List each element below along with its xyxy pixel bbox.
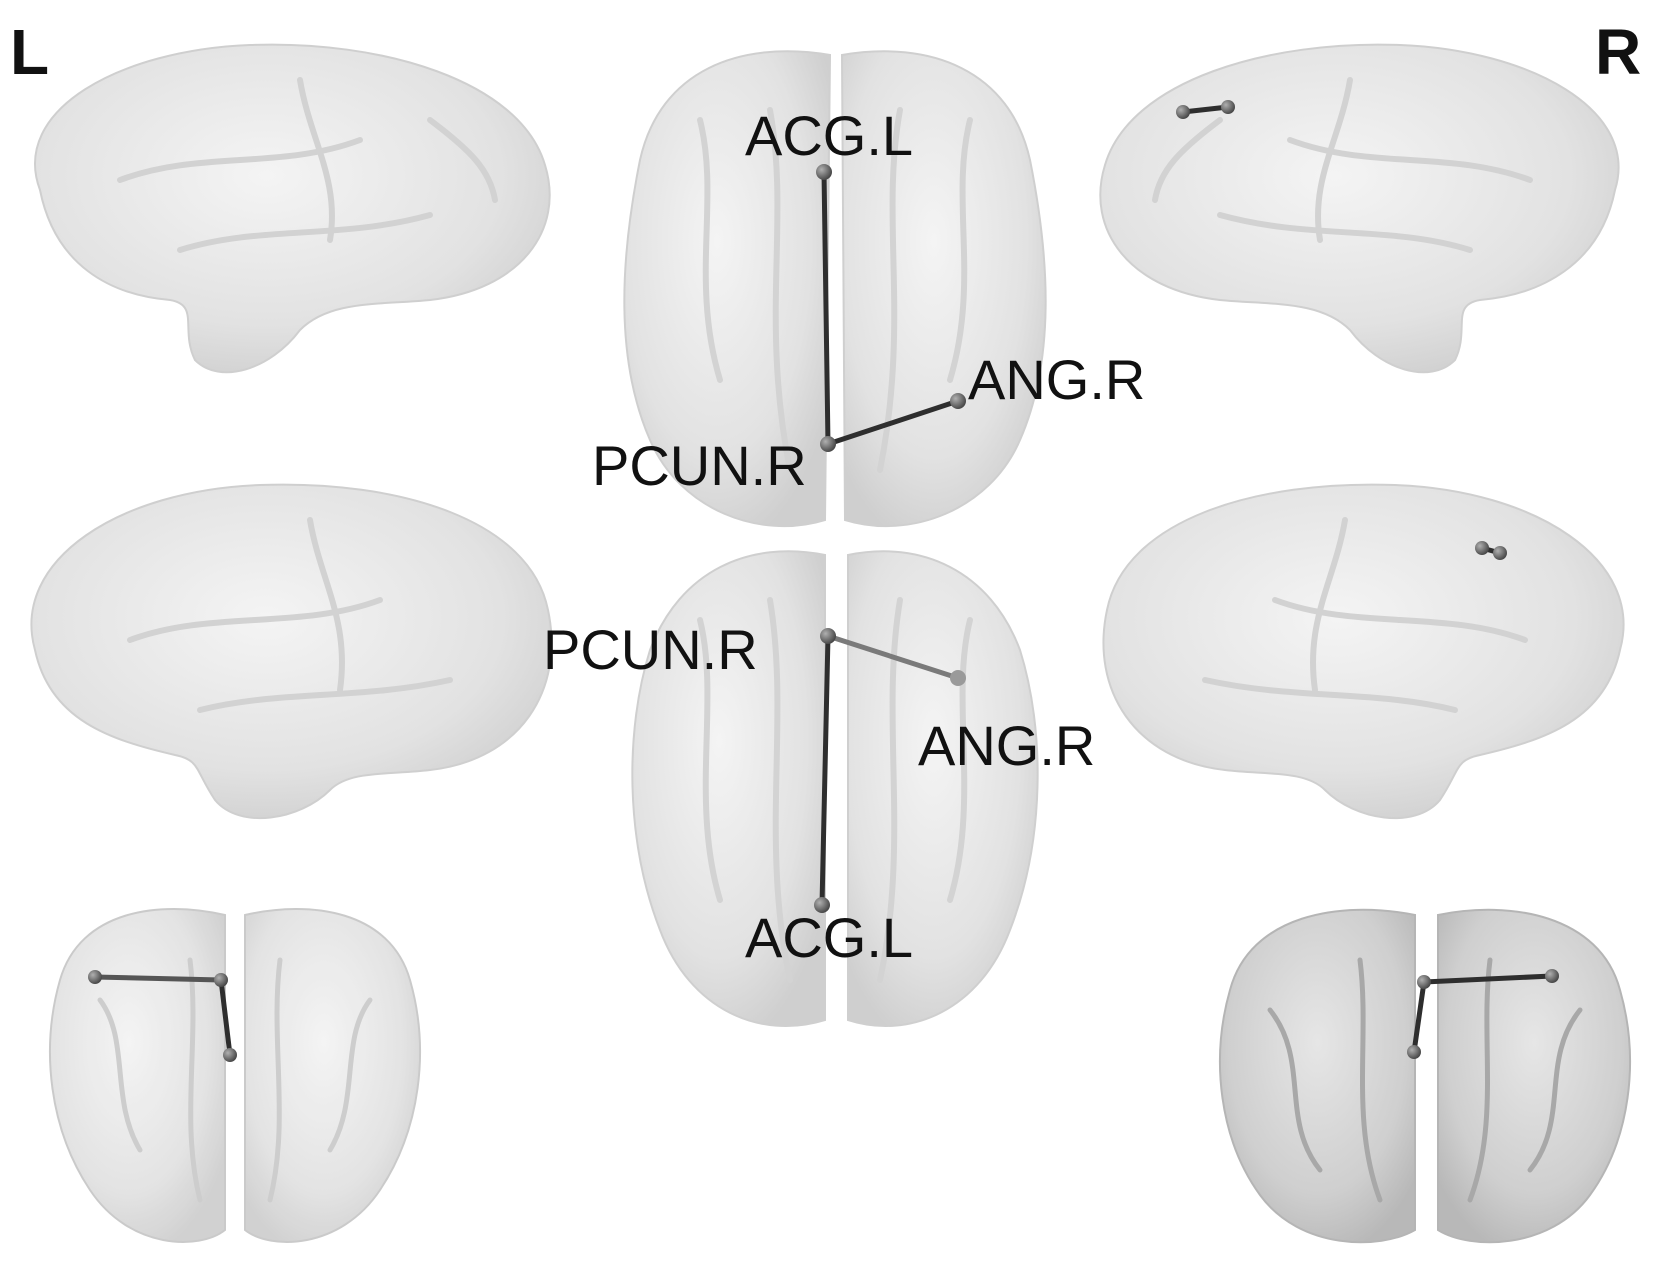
node-posterior-1 — [1417, 975, 1431, 989]
edge-dorsal-acg-pcun — [821, 169, 831, 447]
node-posterior-3 — [1407, 1045, 1421, 1059]
node-ventral-ang-r — [950, 670, 966, 686]
brain-right-medial — [1102, 483, 1625, 820]
edge-ventral-pcun-ang — [825, 633, 961, 681]
node-ventral-pcun-r — [820, 628, 836, 644]
label-ventral-ang-r: ANG.R — [918, 714, 1096, 777]
brain-right-lateral — [1099, 43, 1620, 374]
hemisphere-right-label: R — [1595, 16, 1642, 88]
edge-ventral-pcun-acg — [819, 633, 831, 908]
node-dorsal-acg-l — [816, 164, 832, 180]
edge-anterior-1 — [92, 974, 224, 983]
connection-edges — [92, 104, 1555, 1058]
label-ventral-acg-l: ACG.L — [745, 906, 914, 969]
edge-dorsal-pcun-ang — [825, 398, 961, 447]
node-right-medial-2 — [1493, 546, 1507, 560]
label-ventral-pcun-r: PCUN.R — [543, 618, 758, 681]
brain-dorsal — [623, 50, 1047, 528]
label-dorsal-pcun-r: PCUN.R — [592, 434, 807, 497]
brain-posterior — [1219, 908, 1631, 1244]
node-anterior-2 — [214, 973, 228, 987]
brain-left-lateral — [34, 43, 551, 374]
edge-right-lateral — [1180, 104, 1231, 115]
node-ventral-acg-l — [814, 897, 830, 913]
label-dorsal-acg-l: ACG.L — [745, 104, 914, 167]
edge-posterior-2 — [1411, 979, 1427, 1055]
edge-posterior-1 — [1421, 973, 1555, 985]
node-right-medial-1 — [1475, 541, 1489, 555]
node-anterior-3 — [223, 1048, 237, 1062]
edge-anterior-2 — [218, 977, 233, 1058]
node-dorsal-ang-r — [950, 393, 966, 409]
node-posterior-2 — [1545, 969, 1559, 983]
network-nodes — [88, 100, 1559, 1062]
label-dorsal-ang-r: ANG.R — [968, 348, 1146, 411]
node-anterior-1 — [88, 970, 102, 984]
node-right-lateral-1 — [1176, 105, 1190, 119]
brain-left-medial — [30, 483, 553, 820]
hemisphere-left-label: L — [10, 16, 50, 88]
brain-anterior — [49, 907, 421, 1243]
node-right-lateral-2 — [1221, 100, 1235, 114]
brain-ventral — [631, 550, 1039, 1027]
node-dorsal-pcun-r — [820, 436, 836, 452]
